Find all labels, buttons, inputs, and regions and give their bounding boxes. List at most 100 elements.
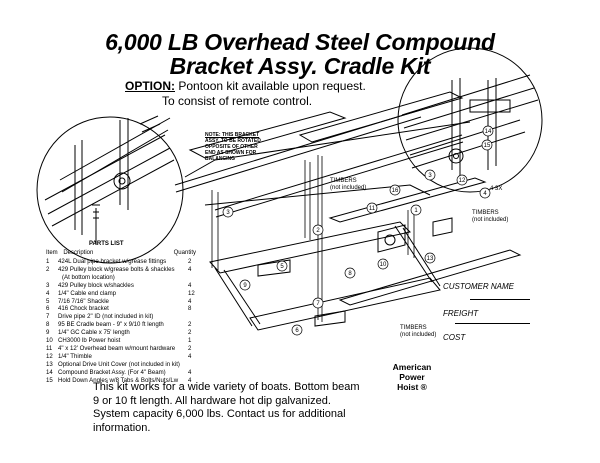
part-quantity: 4: [188, 297, 192, 305]
part-description: CH3000 lb Power hoist: [58, 337, 121, 345]
part-quantity: 2: [188, 344, 192, 352]
brand-line: Power: [399, 372, 425, 382]
description-line: information.: [93, 421, 151, 434]
freight-label: FREIGHT: [443, 309, 479, 318]
part-description: 429 Pulley block w/grease bolts & shackl…: [58, 265, 175, 273]
parts-list-row: 12 1/4" Thimble 4: [46, 353, 196, 361]
detail-circle-right: [397, 47, 543, 193]
svg-text:1: 1: [414, 208, 418, 214]
callout-9: 9: [239, 279, 251, 291]
description-line: 9 or 10 ft length. All hardware hot dip …: [93, 394, 331, 407]
note-line: OPPOSITE OF OTHER: [205, 144, 258, 150]
part-quantity: 2: [188, 321, 192, 329]
part-number: 10: [46, 337, 53, 345]
svg-text:13: 13: [427, 256, 434, 262]
option-line: OPTION: Pontoon kit available upon reque…: [125, 79, 366, 93]
part-description: 7/16 7/16" Shackle: [58, 297, 109, 305]
title-line-1: 6,000 LB Overhead Steel Compound: [105, 29, 495, 55]
part-description: 4" x 12' Overhead beam w/mount hardware: [58, 344, 176, 352]
kit-description: This kit works for a wide variety of boa…: [93, 381, 393, 435]
note-line: END AS SHOWN FOR: [205, 150, 257, 156]
svg-text:14: 14: [485, 129, 492, 135]
parts-list-row: 4 1/4" Cable end clamp 12: [46, 290, 196, 298]
customer-name-line: [470, 299, 530, 300]
svg-text:4: 4: [483, 191, 487, 197]
cables: [211, 155, 415, 322]
parts-list-row: 2 429 Pulley block w/grease bolts & shack…: [46, 266, 196, 274]
part-number: 7: [46, 313, 50, 321]
timbers-label-2: TIMBERS (not included): [472, 210, 508, 224]
right-detail-drawing: [401, 74, 539, 176]
timbers-note: (not included): [472, 217, 509, 223]
svg-text:11: 11: [369, 206, 376, 212]
part-description: 429 Pulley block w/shackles: [58, 281, 134, 289]
part-number: 14: [46, 368, 53, 376]
callout-6: 6: [291, 324, 303, 336]
part-number: 12: [46, 352, 53, 360]
brand-line: Hoist ®: [397, 382, 427, 392]
callout-14: 14: [482, 125, 494, 137]
title-line-2: Bracket Assy. Cradle Kit: [169, 53, 431, 79]
part-number: 2: [46, 265, 50, 273]
parts-list-row: 13 Optional Drive Unit Cover (not include…: [46, 361, 196, 369]
part-number: 13: [46, 360, 53, 368]
svg-text:16: 16: [392, 188, 399, 194]
part-description: 416 Chock bracket: [58, 305, 109, 313]
timbers-label-1: TIMBERS (not included): [330, 178, 366, 192]
note-line: ASSY. TO BE ROTATED: [205, 138, 261, 144]
part-number: 6: [46, 305, 50, 313]
brand-logo: American Power Hoist ®: [372, 362, 452, 392]
svg-text:2: 2: [316, 228, 320, 234]
part-description: Optional Drive Unit Cover (not included …: [58, 360, 180, 368]
callout-15: 15: [481, 139, 493, 151]
timbers-label-3: TIMBERS (not included): [400, 325, 436, 339]
timbers-note: (not included): [400, 332, 437, 338]
part-quantity: 2: [188, 258, 192, 265]
svg-text:6: 6: [295, 328, 299, 334]
freight-line: [455, 323, 530, 324]
timbers-title: TIMBERS: [330, 178, 357, 184]
callout-4-right: 4: [479, 187, 491, 199]
note-line: NOTE: THIS BRACKET: [205, 132, 260, 138]
parts-list-row: 8 95 BE Cradle beam - 9" x 9/10 ft length…: [46, 321, 196, 329]
part-number: 4: [46, 289, 50, 297]
callout-3-right: 3: [424, 169, 436, 181]
part-description: 1/4" Cable end clamp: [58, 289, 117, 297]
description-line: System capacity 6,000 lbs. Contact us fo…: [93, 408, 346, 420]
part-quantity: 4: [188, 352, 192, 360]
timbers-title: TIMBERS: [400, 325, 427, 331]
option-text-2: To consist of remote control.: [162, 94, 313, 108]
svg-text:3: 3: [226, 210, 230, 216]
callout-3: 3: [222, 206, 234, 218]
parts-list-row: 7 Drive pipe 2" ID (not included in kit): [46, 313, 196, 321]
svg-text:12: 12: [459, 178, 466, 184]
part-quantity: 2: [188, 329, 192, 337]
part-quantity: 12: [188, 289, 195, 297]
part-description: 95 BE Cradle beam - 9" x 9/10 ft length: [58, 321, 164, 329]
timbers: [188, 91, 522, 306]
svg-text:8: 8: [348, 271, 352, 277]
part-number: 3: [46, 281, 50, 289]
callout-13: 13: [424, 252, 436, 264]
callout-7: 7: [312, 297, 324, 309]
svg-text:3: 3: [428, 173, 432, 179]
part-description: 1/4" Thimble: [58, 352, 92, 360]
left-detail-drawing: [44, 115, 175, 245]
callout-2: 2: [312, 224, 324, 236]
part-description: Hold Down Angles w/8 Tabs & Bolts/Nuts/L…: [58, 376, 179, 384]
part-number: 1: [46, 258, 50, 265]
part-description: Drive pipe 2" ID (not included in kit): [58, 313, 154, 321]
option-text: Pontoon kit available upon request.: [178, 79, 366, 93]
power-hoist: [377, 217, 453, 253]
part-number: 8: [46, 321, 50, 329]
